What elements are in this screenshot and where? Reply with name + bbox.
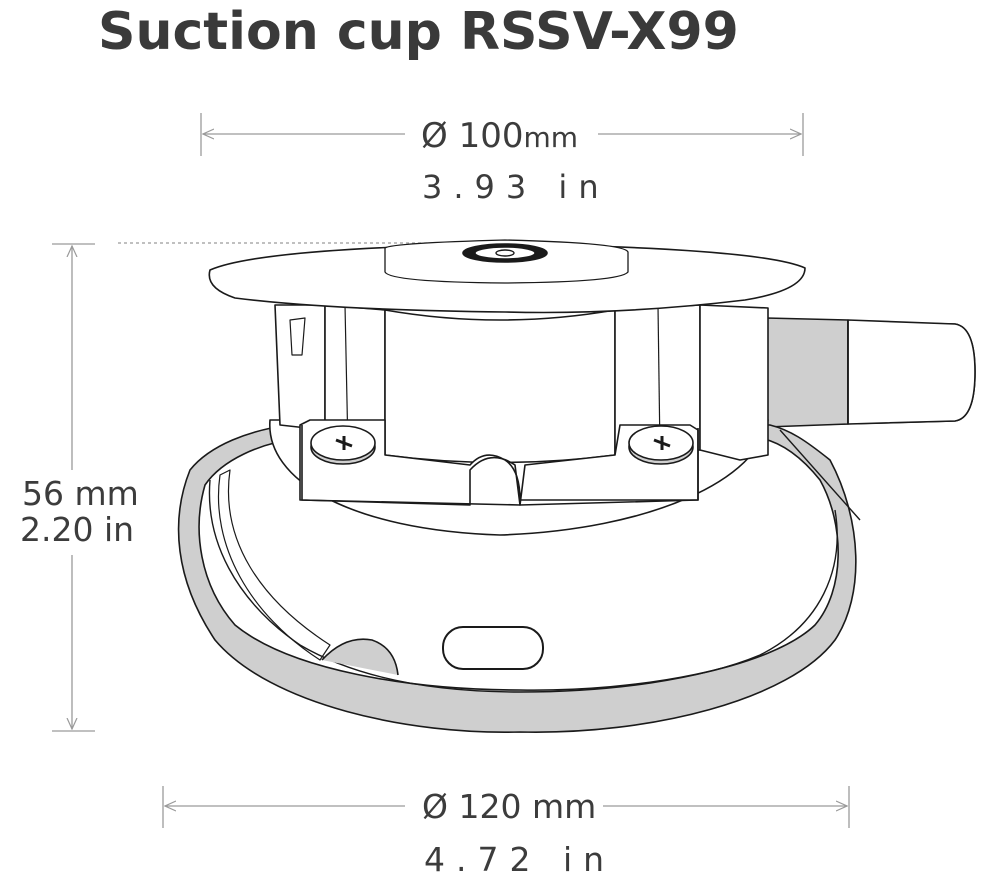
top-diameter-dimension (200, 113, 804, 156)
diameter-symbol: Ø (421, 116, 448, 156)
top-diameter-metric-label: Ø 100mm (421, 116, 578, 156)
height-imperial-label: 2.20 in (20, 510, 135, 549)
top-diameter-unit: mm (523, 121, 579, 154)
base-diameter-imperial-label: 4.72 in (424, 840, 616, 879)
base-diameter-metric-label: Ø 120 mm (422, 787, 597, 826)
page-title: Suction cup RSSV-X99 (98, 2, 739, 62)
height-dimension (52, 242, 470, 732)
base-diameter-dimension (162, 786, 850, 828)
height-metric-label: 56 mm (22, 474, 139, 513)
screw-left (310, 425, 376, 465)
pump-body (274, 304, 769, 464)
top-plate (208, 239, 806, 314)
top-diameter-value: 100 (458, 116, 524, 156)
top-diameter-imperial-label: 3.93 in (422, 168, 610, 206)
screw-right (628, 425, 694, 465)
suction-cup (177, 239, 976, 733)
clamp-plate (299, 419, 699, 506)
